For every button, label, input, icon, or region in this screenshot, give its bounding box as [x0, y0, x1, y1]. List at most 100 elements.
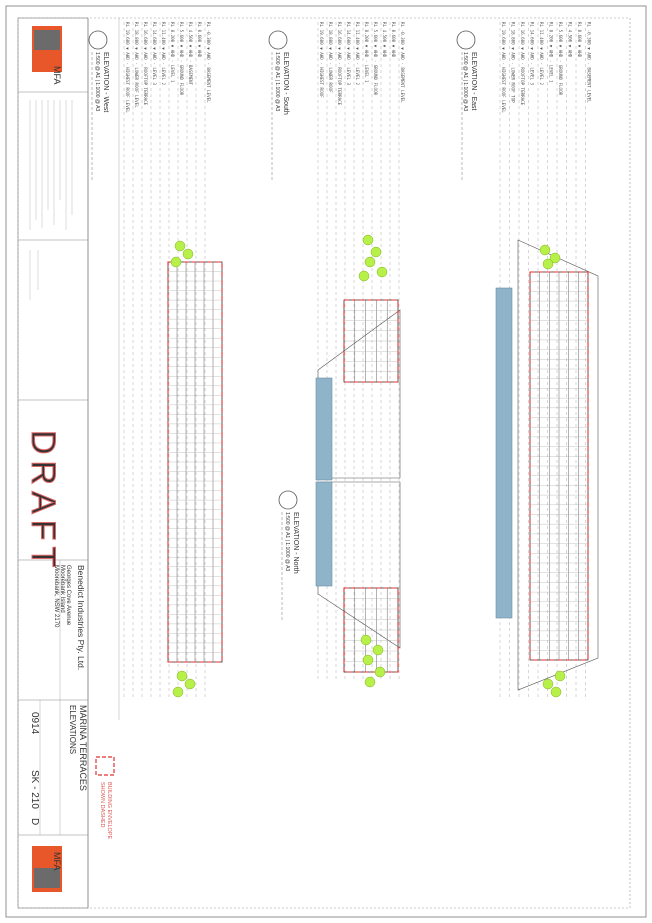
north-tree: [362, 654, 374, 666]
east-level-lines: RL 19.600 ▼ AHD - HIGHEST ROOF LEVEL RL 1…: [499, 22, 592, 700]
south-tree: [364, 256, 376, 268]
east-tree: [549, 252, 561, 264]
south-floors: [344, 300, 398, 382]
west-tree: [172, 686, 184, 698]
west-tree: [174, 240, 186, 252]
west-level-label: RL 0.600 ▼ AHD: [197, 22, 202, 58]
east-level-label: RL 14.600 ▼ AHD - LEVEL 3: [530, 22, 535, 86]
logo-bottom-text: MFA: [52, 852, 62, 871]
logo-top-text: MFA: [52, 66, 62, 85]
sheet-border: [5, 5, 647, 918]
legend-line-1: BUILDING ENVELOPE: [106, 782, 112, 839]
east-mound: [517, 239, 599, 691]
notes-lines: [29, 100, 73, 300]
north-water: [315, 481, 333, 587]
west-level-label: RL 14.600 ▼ AHD - LEVEL 3: [152, 22, 157, 86]
inner-border: [17, 17, 631, 909]
elevation-west: ELEVATION - West 1:500 @ A1 | 1:1000 @ A…: [88, 22, 223, 700]
east-level-label: RL 16.600 ▼ AHD - ROOFTOP TERRACE: [520, 22, 525, 106]
south-trees: [358, 234, 388, 282]
elevation-east-scale: 1:500 @ A1 | 1:1000 @ A3: [462, 52, 468, 111]
elevation-south-title: ELEVATION - South: [282, 52, 289, 115]
east-trees: [539, 244, 566, 698]
address-line-3: Moorebank, NSW 2170: [53, 565, 59, 628]
elevation-west-scale: 1:500 @ A1 | 1:1000 @ A3: [94, 52, 100, 111]
south-level-lines: RL 19.600 ▼ AHD - HIGHEST ROOF RL 18.800 …: [317, 22, 405, 680]
south-level-label: RL 4.500 ▼ AHD: [382, 22, 387, 58]
east-tree: [542, 678, 554, 690]
revision: D: [29, 818, 40, 825]
east-level-label: RL -0.300 ▼ AHD - BASEMENT LEVEL: [587, 22, 592, 103]
logo-top: MFA: [32, 26, 62, 85]
logo-bottom: MFA: [32, 846, 62, 892]
address-line-2: Moorebank Island: [59, 565, 65, 613]
east-tree: [554, 670, 566, 682]
east-tree: [542, 258, 554, 270]
drawing-number: SK - 210: [29, 770, 40, 809]
west-floors: [168, 262, 222, 662]
north-trees: [360, 634, 386, 688]
north-tree: [360, 634, 372, 646]
elevation-north-title: ELEVATION - North: [292, 512, 299, 574]
elevation-west-marker: [88, 30, 108, 50]
east-level-label: RL 8.200 ▼ AHD - LEVEL 1: [549, 22, 554, 83]
north-tree: [374, 666, 386, 678]
west-level-label: RL 18.800 ▼ AHD - LOWER ROOF LEVEL: [134, 22, 139, 108]
north-tree: [364, 676, 376, 688]
elevation-east-marker: [456, 30, 476, 50]
west-trees: [170, 240, 196, 698]
south-tree: [376, 266, 388, 278]
title-block: MFA MFA DRAFT Benedict Industries Pty. L…: [17, 17, 89, 909]
south-level-label: RL 11.400 ▼ AHD - LEVEL 2: [355, 22, 360, 86]
west-level-label: RL 19.600 ▼ AHD - HIGHEST ROOF LEVEL: [125, 22, 130, 113]
west-level-label: RL 4.500 ▼ AHD - BASEMENT: [188, 22, 193, 86]
elevation-south-scale: 1:500 @ A1 | 1:1000 @ A3: [274, 52, 280, 111]
job-number: 0914: [29, 712, 40, 735]
east-level-label: RL 4.500 ▼ AHD: [568, 22, 573, 58]
project-name: MARINA TERRACES: [78, 705, 88, 791]
east-tree: [539, 244, 551, 256]
elevation-north: ELEVATION - North 1:500 @ A1 | 1:1000 @ …: [278, 481, 401, 688]
legend: BUILDING ENVELOPE SHOWN DASHED: [95, 756, 115, 839]
east-level-label: RL 11.400 ▼ AHD - LEVEL 2: [539, 22, 544, 86]
legend-line-2: SHOWN DASHED: [99, 782, 105, 828]
east-level-label: RL 0.600 ▼ AHD: [577, 22, 582, 58]
elevation-west-title: ELEVATION - West: [102, 52, 109, 112]
east-tree: [550, 686, 562, 698]
client-name: Benedict Industries Pty. Ltd.: [76, 565, 86, 670]
east-level-label: RL 19.600 ▼ AHD - HIGHEST ROOF LEVEL: [501, 22, 506, 113]
south-level-label: RL 0.600 ▼ AHD: [391, 22, 396, 58]
elevation-north-marker: [278, 490, 298, 510]
west-level-label: RL 8.200 ▼ AHD - LEVEL 1: [170, 22, 175, 83]
west-level-lines: RL 19.600 ▼ AHD - HIGHEST ROOF LEVEL RL 1…: [123, 22, 211, 700]
north-tree: [372, 644, 384, 656]
south-level-label: RL 16.600 ▼ AHD - ROOFTOP TERRACE: [337, 22, 342, 106]
west-level-label: RL 11.400 ▼ AHD - LEVEL 2: [161, 22, 166, 86]
east-level-label: RL 5.600 ▼ AHD - GROUND FLOOR: [558, 22, 563, 96]
south-envelope: [343, 299, 399, 383]
elevation-south-marker: [268, 30, 288, 50]
draft-stamp: DRAFT: [24, 430, 62, 573]
south-level-label: RL 14.600 ▼ AHD - LEVEL 3: [346, 22, 351, 86]
west-level-label: RL 16.600 ▼ AHD - ROOFTOP TERRACE: [143, 22, 148, 106]
south-tree: [370, 246, 382, 258]
west-level-label: RL 5.600 ▼ AHD - GROUND FLOOR: [179, 22, 184, 96]
elevation-east-title: ELEVATION - East: [470, 52, 477, 111]
west-tree: [176, 670, 188, 682]
south-level-label: RL 18.800 ▼ AHD - LOWER ROOF: [328, 22, 333, 93]
south-water: [315, 377, 333, 481]
east-level-label: RL 18.800 ▼ AHD - LOWER ROOF TOP: [511, 22, 516, 103]
west-tree: [184, 678, 196, 690]
east-floors: [530, 272, 588, 660]
south-tree: [362, 234, 374, 246]
south-level-label: RL 19.600 ▼ AHD - HIGHEST ROOF: [319, 22, 324, 98]
south-level-label: RL 8.200 ▼ AHD - LEVEL 1: [364, 22, 369, 83]
legend-envelope-symbol: [95, 756, 115, 776]
west-level-label: RL -0.300 ▼ AHD - BASEMENT LEVEL: [206, 22, 211, 103]
address-line-1: Georges Cove Avenue: [65, 565, 71, 626]
east-water: [495, 287, 513, 619]
west-tree: [170, 256, 182, 268]
south-level-label: RL 5.600 ▼ AHD - GROUND FLOOR: [373, 22, 378, 96]
elevation-south: ELEVATION - South 1:500 @ A1 | 1:1000 @ …: [268, 22, 405, 680]
